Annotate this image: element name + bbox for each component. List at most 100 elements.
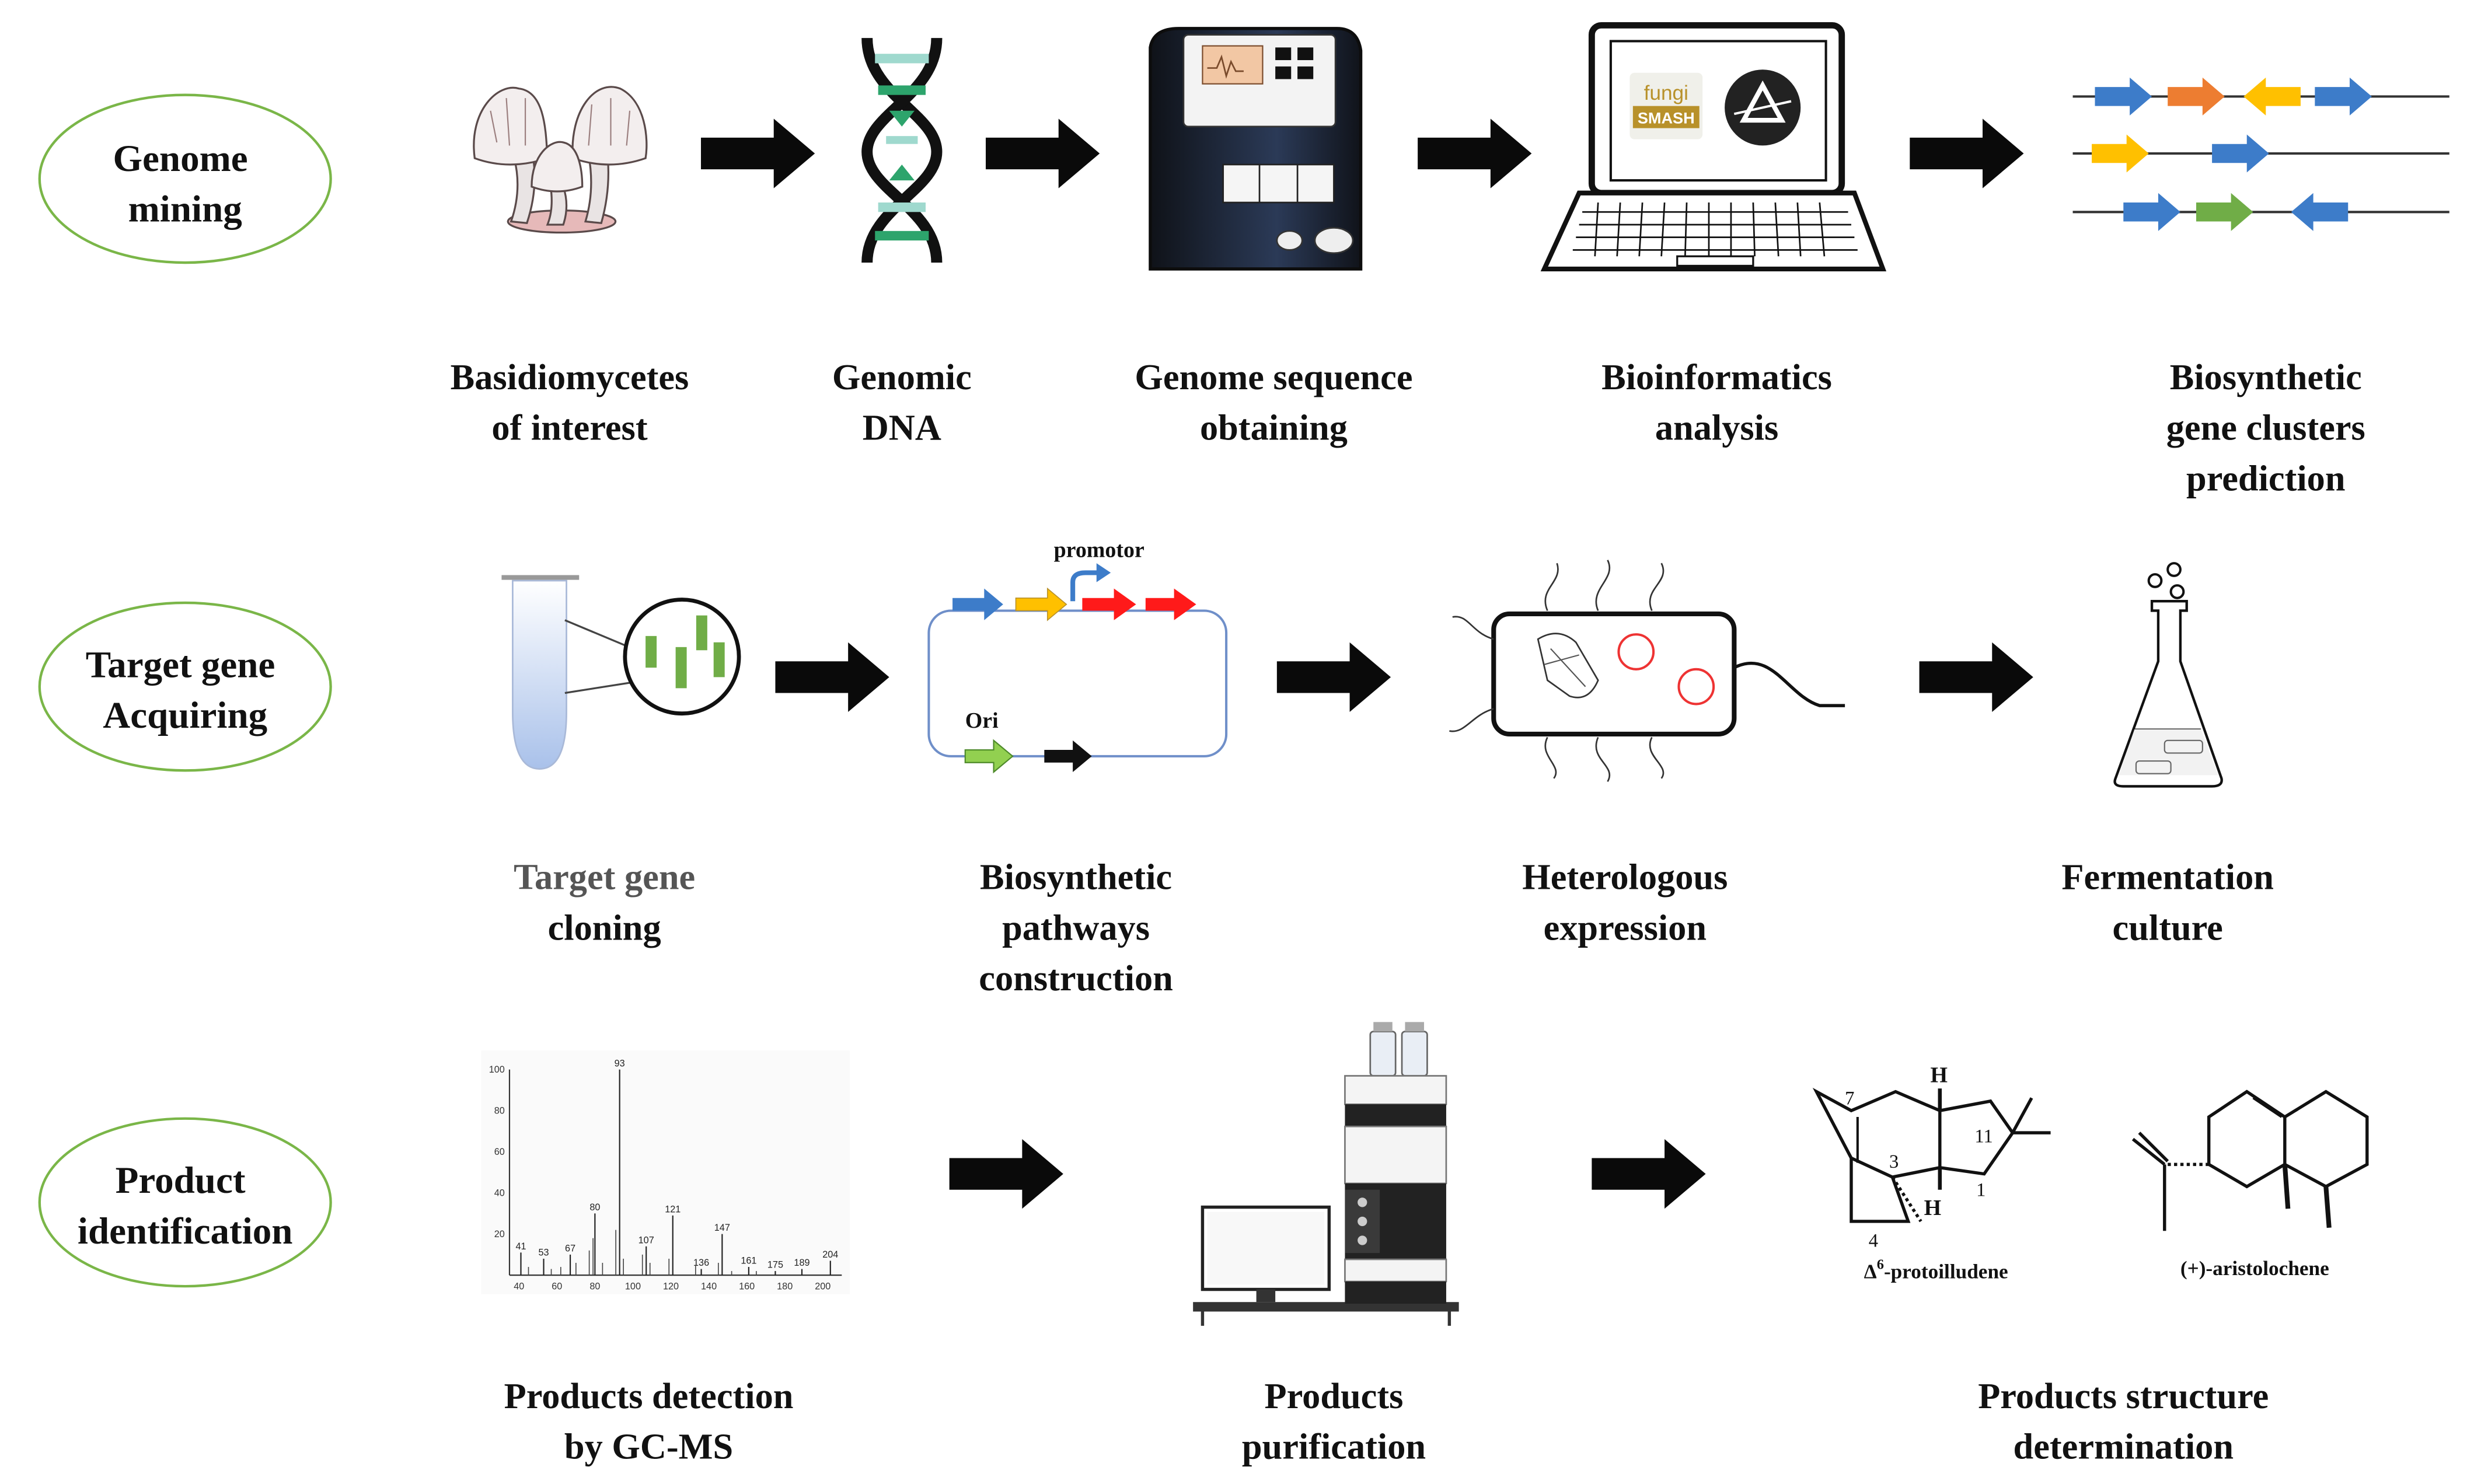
row-title-line: identification — [78, 1210, 293, 1252]
atom-number: 4 — [1869, 1230, 1878, 1251]
plasmid-map: promotor Ori — [927, 537, 1228, 774]
gcms-peak-label: 204 — [822, 1249, 838, 1260]
atom-number: 7 — [1845, 1088, 1854, 1109]
compound-name-prefix: Δ — [1864, 1260, 1877, 1283]
compound-name-aristolochene: (+)-aristolochene — [2180, 1257, 2329, 1280]
ori-label: Ori — [965, 708, 999, 733]
gene-clusters-icon — [2072, 77, 2449, 231]
atom-number: 3 — [1889, 1151, 1899, 1172]
gcms-x-tick: 140 — [701, 1282, 717, 1292]
marker-arrow — [1044, 740, 1092, 773]
gene-arrow — [952, 588, 1003, 620]
flow-arrow — [1276, 642, 1391, 712]
gene-arrow — [1082, 588, 1136, 620]
gcms-peak-label: 175 — [767, 1260, 783, 1270]
step-label: Target gene cloning — [514, 857, 695, 948]
gene-arrow — [2092, 134, 2149, 173]
row-title-oval — [38, 601, 332, 772]
step-label-line: Biosynthetic — [2170, 357, 2362, 397]
step-label-line: Biosynthetic — [980, 857, 1172, 898]
svg-text:Target gene Acquiring: Target gene Acquiring — [86, 644, 285, 736]
step-label-line: Heterologous — [1522, 857, 1728, 898]
gcms-peak-label: 189 — [794, 1258, 809, 1268]
row-title-genome-mining: Genome mining — [38, 93, 332, 264]
hydrogen-label: H — [1924, 1196, 1942, 1220]
hydrogen-label: H — [1931, 1063, 1948, 1087]
gcms-peak-label: 147 — [714, 1223, 730, 1233]
promoter-label: promotor — [1054, 537, 1144, 562]
gcms-peak-label: 41 — [515, 1241, 526, 1252]
mushroom-icon — [473, 86, 648, 234]
step-label: Heterologous expression — [1522, 857, 1728, 948]
gcms-peak-label: 136 — [693, 1258, 709, 1268]
gene-arrow — [2095, 77, 2152, 116]
step-label-line: pathways — [1002, 907, 1150, 948]
gene-arrow — [2196, 193, 2253, 231]
flow-arrow — [701, 118, 815, 188]
flow-arrow — [949, 1139, 1063, 1209]
gcms-y-tick: 100 — [489, 1064, 505, 1075]
step-label-line: Genome sequence — [1135, 357, 1412, 397]
structure-protoilludene — [1812, 1087, 2051, 1223]
tube-icon — [501, 575, 741, 770]
sequencer-icon — [1149, 27, 1363, 271]
step-label-line: Target gene — [514, 857, 695, 898]
step-label-line: by GC-MS — [564, 1427, 733, 1467]
gcms-x-tick: 40 — [514, 1282, 524, 1292]
row-title-line: mining — [128, 188, 242, 231]
gene-arrow — [2123, 193, 2180, 231]
row-title-product-identification: Product identification — [38, 1117, 332, 1288]
step-label-line: DNA — [863, 408, 941, 448]
step-label-line: expression — [1544, 907, 1707, 948]
compound-name-text: -protoilludene — [1884, 1260, 2008, 1283]
gcms-x-tick: 120 — [663, 1282, 679, 1292]
compound-name-superscript: 6 — [1877, 1256, 1884, 1272]
step-label: Basidiomycetes of interest — [451, 357, 689, 448]
step-label-line: of interest — [491, 408, 647, 448]
gcms-peak-label: 107 — [638, 1235, 654, 1245]
step-label-line: Products structure — [1978, 1376, 2269, 1416]
row-title-oval — [38, 93, 332, 264]
gene-arrow — [2168, 77, 2225, 116]
gcms-peak-label: 67 — [565, 1243, 575, 1253]
gene-arrow — [1145, 588, 1196, 620]
svg-text:Genome mining: Genome mining — [113, 138, 257, 231]
step-label-line: cloning — [548, 907, 661, 948]
gcms-x-tick: 60 — [552, 1282, 562, 1292]
gcms-peak-label: 161 — [741, 1256, 756, 1266]
fungismash-logo-text: SMASH — [1638, 109, 1695, 127]
row-title-line: Product — [116, 1160, 246, 1202]
flow-arrow — [1910, 118, 2024, 188]
gcms-y-tick: 20 — [494, 1229, 505, 1239]
gcms-peak-label: 80 — [589, 1202, 600, 1213]
gcms-x-tick: 160 — [739, 1282, 755, 1292]
step-label-line: Basidiomycetes — [451, 357, 689, 397]
gcms-y-tick: 40 — [494, 1188, 505, 1199]
flow-arrows — [701, 118, 2033, 1209]
flow-arrow — [775, 642, 889, 712]
cell-icon — [1449, 560, 1845, 782]
step-label-line: purification — [1242, 1427, 1426, 1467]
compound-name-protoilludene: Δ6-protoilludene — [1864, 1256, 2008, 1283]
step-label-line: Bioinformatics — [1601, 357, 1832, 397]
structure-aristolochene — [2131, 1090, 2369, 1231]
gcms-x-tick: 80 — [589, 1282, 600, 1292]
flow-arrow — [1919, 642, 2033, 712]
promoter-arrow-icon — [1070, 570, 1098, 602]
gcms-x-tick: 180 — [777, 1282, 793, 1292]
step-label-line: prediction — [2186, 458, 2345, 498]
row-title-line: Target gene — [86, 644, 275, 686]
row-title-oval — [38, 1117, 332, 1288]
step-label-line: Genomic — [832, 357, 972, 397]
gcms-x-tick: 100 — [625, 1282, 641, 1292]
ori-arrow — [964, 739, 1014, 774]
